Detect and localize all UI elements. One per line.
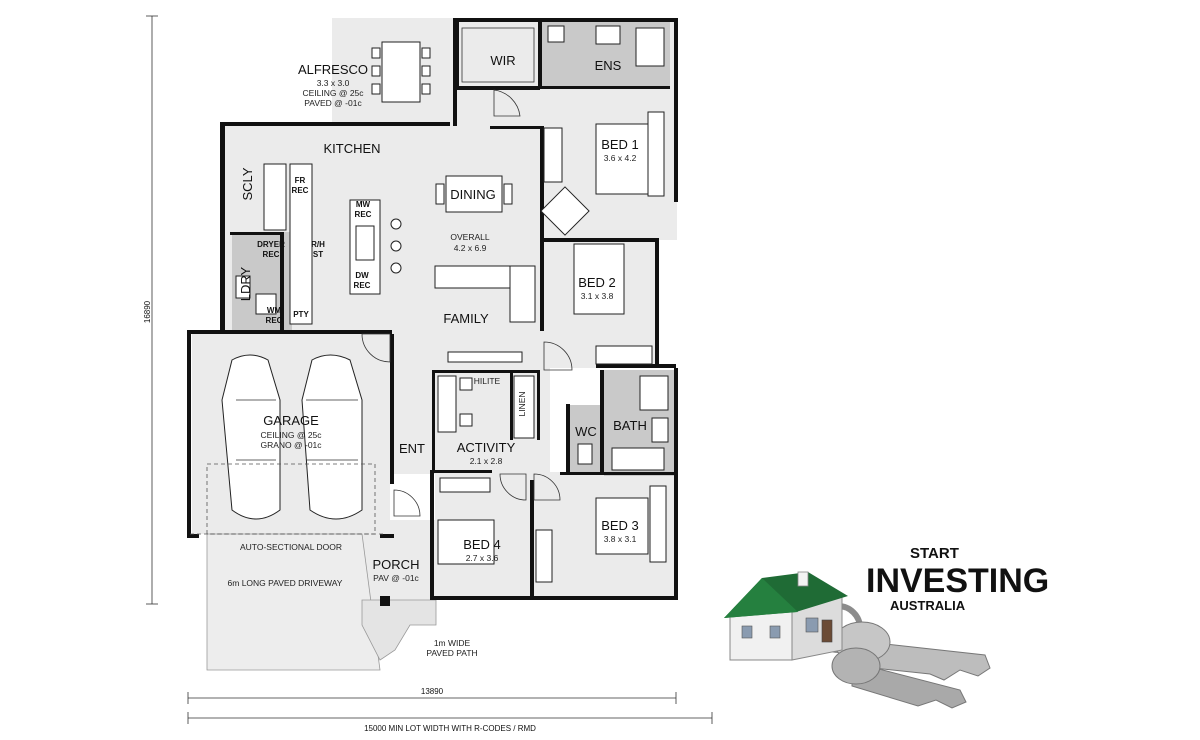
brand-australia-text: AUSTRALIA bbox=[890, 598, 966, 613]
room-bed3-size: 3.8 x 3.1 bbox=[604, 534, 637, 544]
fixture-fr-label: FR bbox=[295, 176, 306, 185]
room-activity-size: 2.1 x 2.8 bbox=[470, 456, 503, 466]
room-bed1-size: 3.6 x 4.2 bbox=[604, 153, 637, 163]
auto-door-label: AUTO-SECTIONAL DOOR bbox=[240, 542, 342, 552]
room-wc-label: WC bbox=[575, 424, 597, 439]
fixture-dryer-rec: REC bbox=[263, 250, 280, 259]
room-garage-ceiling: CEILING @ 25c bbox=[260, 430, 322, 440]
room-labels: ALFRESCO 3.3 x 3.0 CEILING @ 25c PAVED @… bbox=[238, 53, 647, 583]
furniture bbox=[235, 25, 669, 606]
walls bbox=[187, 18, 678, 600]
house-graphic bbox=[724, 571, 848, 661]
room-linen-label: LINEN bbox=[517, 391, 527, 416]
room-bed2-label: BED 2 bbox=[578, 275, 616, 290]
room-bed3-label: BED 3 bbox=[601, 518, 639, 533]
dimension-width: 13890 bbox=[421, 687, 444, 696]
room-kitchen-label: KITCHEN bbox=[323, 141, 380, 156]
driveway bbox=[206, 533, 381, 671]
room-porch-label: PORCH bbox=[373, 557, 420, 572]
brand-start-text: START bbox=[910, 545, 959, 562]
room-alfresco-label: ALFRESCO bbox=[298, 62, 368, 77]
fixture-fr-rec: REC bbox=[292, 186, 309, 195]
room-ens-label: ENS bbox=[595, 58, 622, 73]
fixture-labels: FR REC MW REC DRYER REC R/H ST DW REC WM… bbox=[257, 176, 372, 325]
room-bed1-label: BED 1 bbox=[601, 137, 639, 152]
fixture-mw-rec: REC bbox=[355, 210, 372, 219]
door-swings bbox=[361, 89, 573, 517]
fixture-dw-label: DW bbox=[355, 271, 369, 280]
room-bed4-size: 2.7 x 3.6 bbox=[466, 553, 499, 563]
driveway-label: 6m LONG PAVED DRIVEWAY bbox=[228, 578, 343, 588]
fixture-pty-label: PTY bbox=[293, 310, 309, 319]
room-overall-label: OVERALL bbox=[450, 232, 489, 242]
path-label-line1: 1m WIDE bbox=[434, 638, 471, 648]
fixture-mw-label: MW bbox=[356, 200, 371, 209]
room-bed4-label: BED 4 bbox=[463, 537, 501, 552]
room-ent-label: ENT bbox=[399, 441, 425, 456]
room-porch-paved: PAV @ -01c bbox=[373, 573, 419, 583]
room-scly-label: SCLY bbox=[240, 167, 255, 200]
room-alfresco-ceiling: CEILING @ 25c bbox=[302, 88, 364, 98]
room-hilite-label: HILITE bbox=[474, 376, 501, 386]
fixture-rh-label: R/H bbox=[311, 240, 325, 249]
path-label-line2: PAVED PATH bbox=[426, 648, 477, 658]
cars bbox=[221, 354, 363, 520]
room-dining-label: DINING bbox=[450, 187, 496, 202]
room-wir-label: WIR bbox=[490, 53, 515, 68]
room-ldry-label: LDRY bbox=[238, 266, 253, 301]
fixture-rh-st: ST bbox=[313, 250, 323, 259]
room-alfresco-size: 3.3 x 3.0 bbox=[317, 78, 350, 88]
fixture-dryer-label: DRYER bbox=[257, 240, 285, 249]
room-garage-grano: GRANO @ -01c bbox=[260, 440, 322, 450]
dimension-lines bbox=[146, 15, 713, 724]
room-family-label: FAMILY bbox=[443, 311, 489, 326]
paved-path bbox=[361, 599, 437, 661]
fixture-wm-rec: REC bbox=[266, 316, 283, 325]
fixture-dw-rec: REC bbox=[354, 281, 371, 290]
dimension-lot-width: 15000 MIN LOT WIDTH WITH R-CODES / RMD bbox=[364, 724, 536, 733]
room-activity-label: ACTIVITY bbox=[457, 440, 516, 455]
room-bath-label: BATH bbox=[613, 418, 647, 433]
annotations: AUTO-SECTIONAL DOOR 6m LONG PAVED DRIVEW… bbox=[143, 300, 536, 733]
dimension-height: 16890 bbox=[143, 300, 152, 323]
room-bed2-size: 3.1 x 3.8 bbox=[581, 291, 614, 301]
room-garage-label: GARAGE bbox=[263, 413, 319, 428]
room-overall-size: 4.2 x 6.9 bbox=[454, 243, 487, 253]
brand-investing-text: INVESTING bbox=[866, 562, 1049, 600]
fixture-wm-label: WM bbox=[267, 306, 282, 315]
brand-logo: START INVESTING AUSTRALIA bbox=[724, 545, 1049, 709]
room-alfresco-paved: PAVED @ -01c bbox=[304, 98, 362, 108]
